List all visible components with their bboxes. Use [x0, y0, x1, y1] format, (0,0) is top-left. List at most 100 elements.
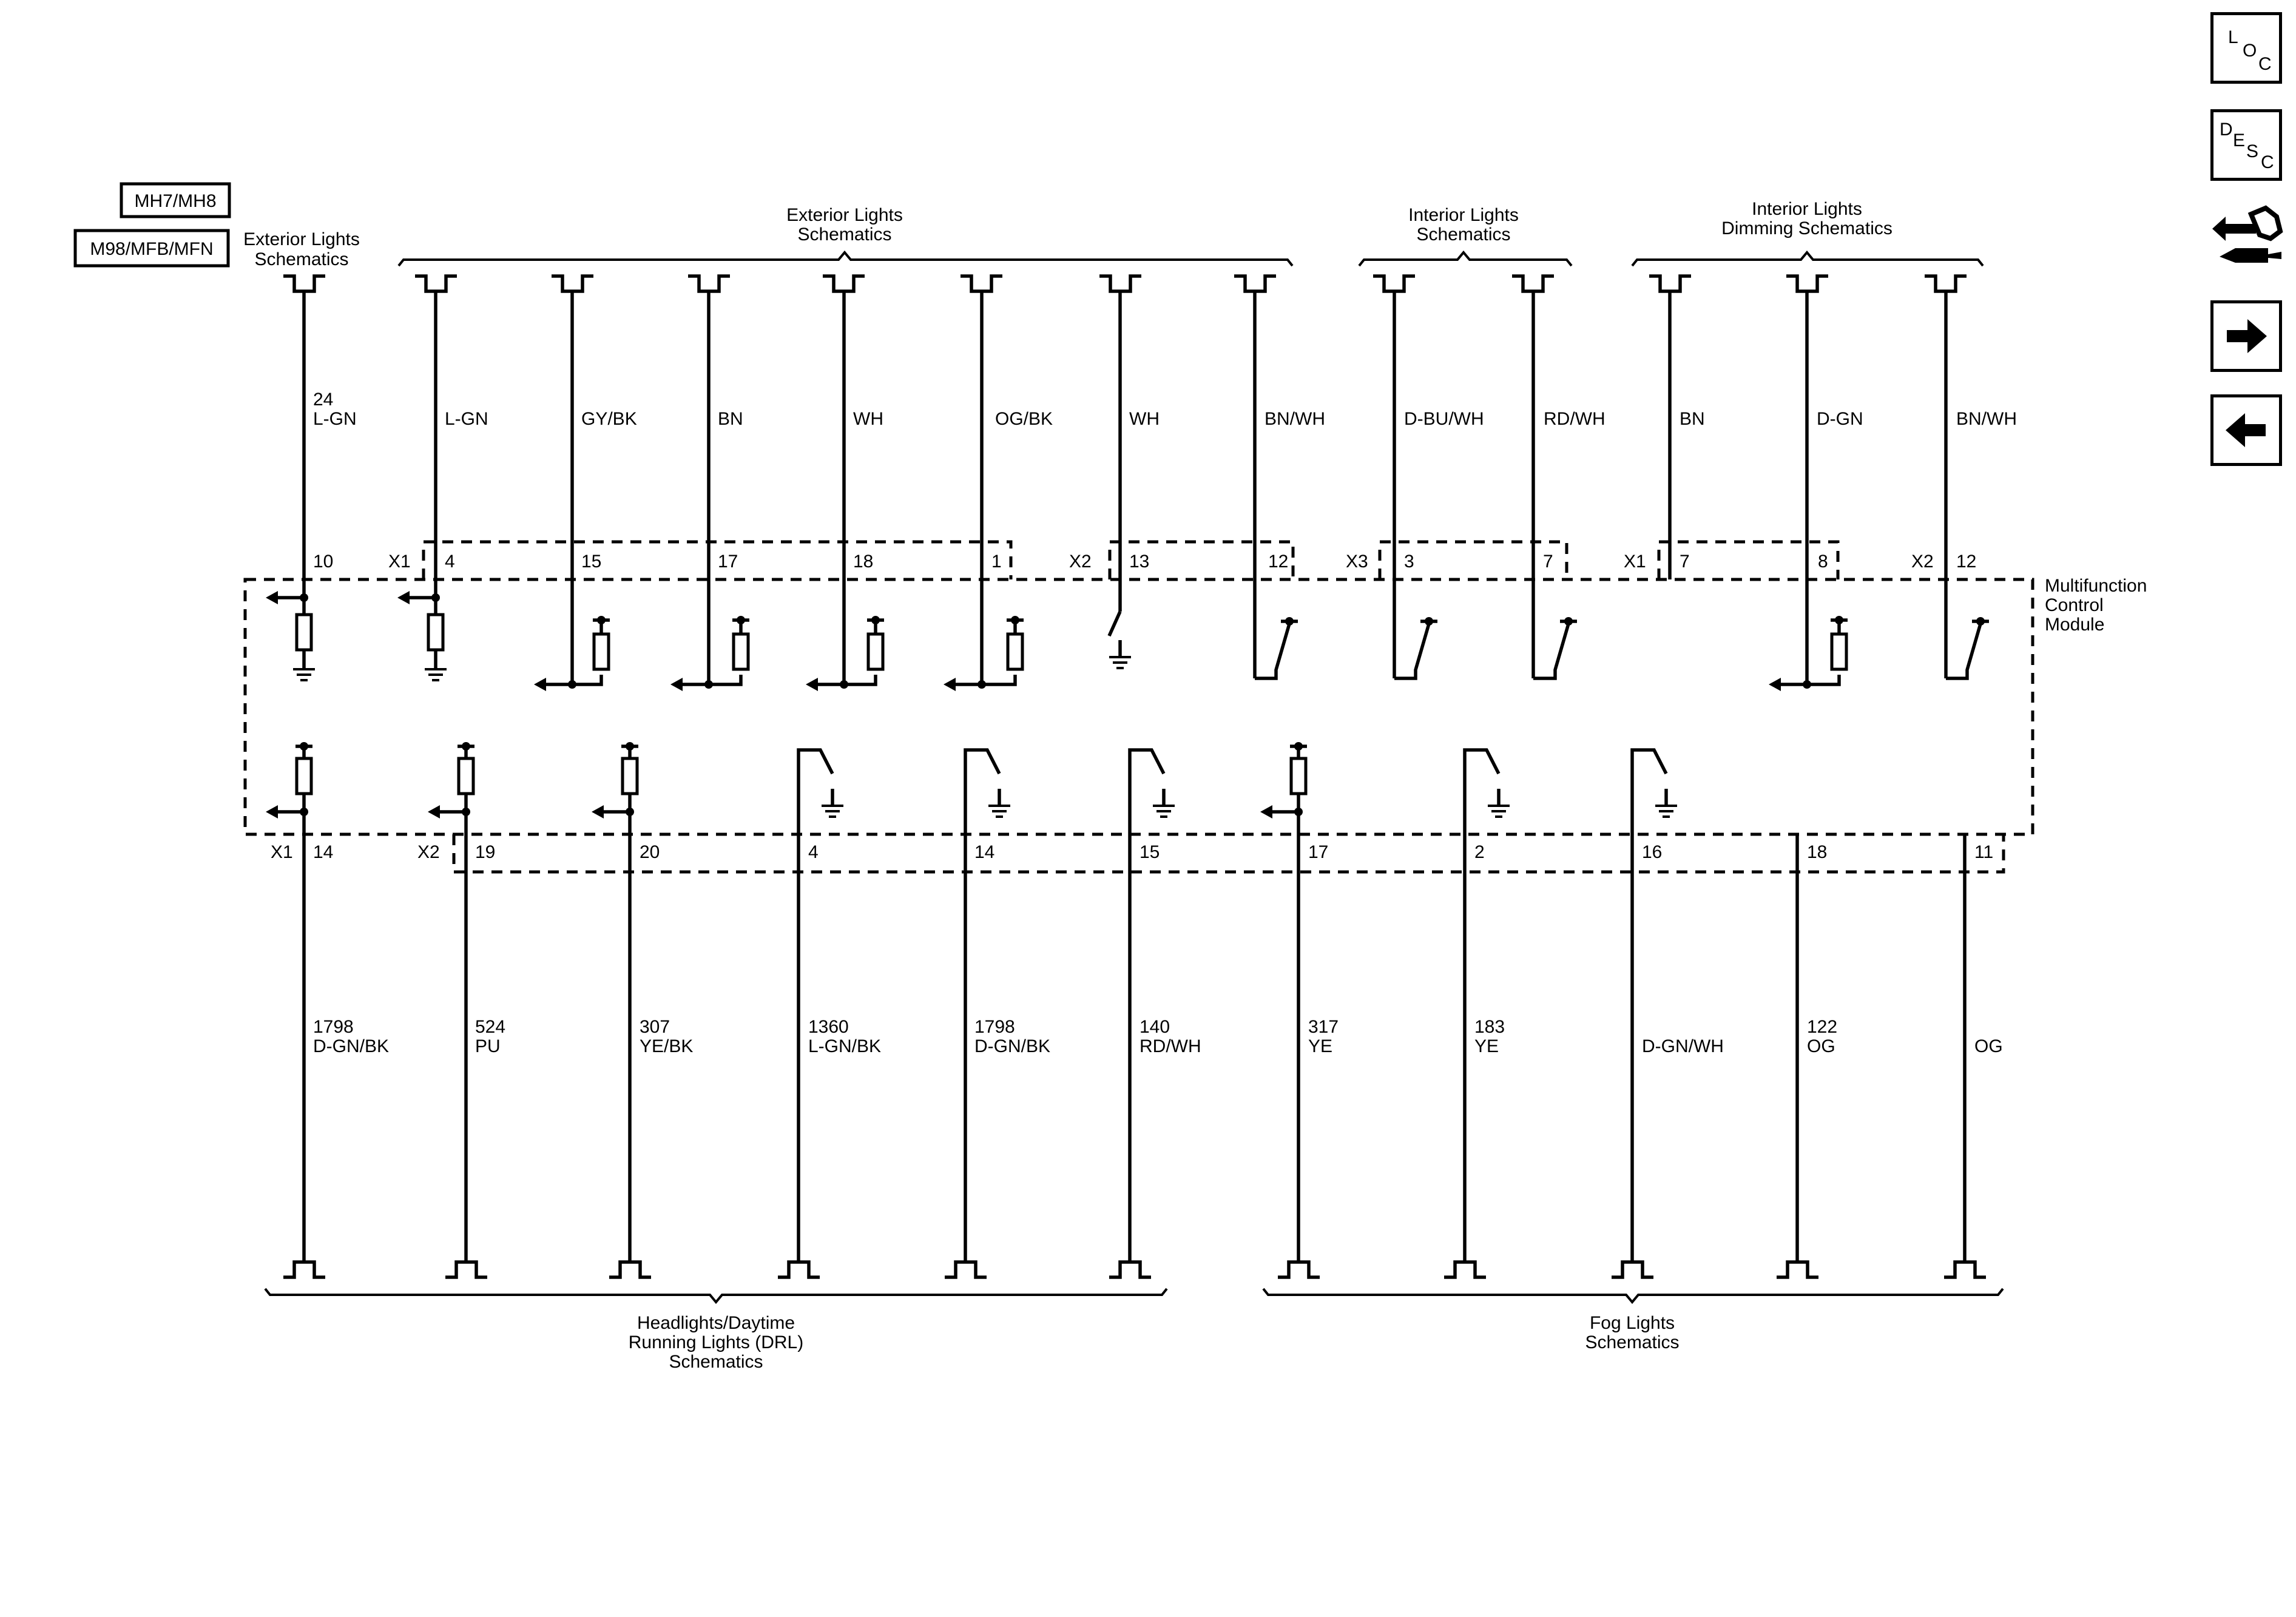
bottom-circuit: 11 OG: [1944, 834, 2003, 1279]
svg-text:7: 7: [1543, 552, 1553, 572]
svg-text:524: 524: [475, 1017, 505, 1037]
svg-text:GY/BK: GY/BK: [581, 409, 637, 429]
svg-text:7: 7: [1680, 552, 1690, 572]
description-button[interactable]: D E S C: [2210, 109, 2282, 181]
location-button[interactable]: L O C: [2210, 12, 2282, 84]
top-circuit: D-BU/WH 3: [1373, 274, 1484, 680]
svg-text:Exterior Lights: Exterior Lights: [786, 205, 903, 225]
svg-text:Schematics: Schematics: [1585, 1332, 1679, 1352]
group-fog-caption: Fog Lights Schematics: [1585, 1313, 1679, 1352]
bottom-circuit: 16 D-GN/WH: [1612, 748, 1724, 1279]
svg-text:Schematics: Schematics: [254, 249, 348, 269]
svg-text:L-GN: L-GN: [445, 409, 488, 429]
arrow-left-icon: [2226, 413, 2266, 447]
svg-text:4: 4: [808, 842, 819, 862]
svg-text:Interior Lights: Interior Lights: [1408, 205, 1519, 225]
brace-interior: [1358, 250, 1573, 267]
svg-text:YE: YE: [1474, 1036, 1499, 1056]
svg-text:D-GN: D-GN: [1817, 409, 1863, 429]
svg-text:Multifunction: Multifunction: [2045, 576, 2147, 596]
connector-label-x2-bottom: X2: [417, 842, 440, 862]
group-headlights-caption: Headlights/Daytime Running Lights (DRL) …: [629, 1313, 803, 1372]
connector-tool-icon[interactable]: [2207, 203, 2286, 282]
connector-label-x1-top: X1: [388, 552, 411, 572]
loc-letter: L: [2228, 27, 2238, 47]
connector-bottom-x2-outline: [452, 834, 2005, 874]
bottom-circuit: 20 307 YE/BK: [592, 742, 693, 1279]
svg-text:BN/WH: BN/WH: [1956, 409, 2017, 429]
svg-text:Running Lights (DRL): Running Lights (DRL): [629, 1332, 803, 1352]
top-circuit: BN/WH 12: [1234, 274, 1325, 680]
svg-text:Interior Lights: Interior Lights: [1752, 199, 1862, 219]
svg-text:183: 183: [1474, 1017, 1505, 1037]
bottom-circuit: 17 317 YE: [1260, 742, 1339, 1279]
svg-text:OG/BK: OG/BK: [995, 409, 1053, 429]
svg-text:4: 4: [445, 552, 455, 572]
svg-text:Control: Control: [2045, 595, 2104, 615]
svg-text:Exterior Lights: Exterior Lights: [243, 229, 360, 249]
svg-text:OG: OG: [1807, 1036, 1835, 1056]
svg-text:L-GN/BK: L-GN/BK: [808, 1036, 881, 1056]
back-button[interactable]: [2210, 394, 2282, 466]
loc-letter: C: [2258, 54, 2272, 74]
svg-text:D-GN/BK: D-GN/BK: [313, 1036, 389, 1056]
svg-text:1360: 1360: [808, 1017, 849, 1037]
svg-text:15: 15: [1140, 842, 1160, 862]
svg-text:18: 18: [1807, 842, 1827, 862]
desc-letter: D: [2220, 120, 2233, 140]
group-ext-main-caption: Exterior Lights Schematics: [786, 205, 903, 245]
svg-text:PU: PU: [475, 1036, 501, 1056]
svg-text:YE/BK: YE/BK: [640, 1036, 693, 1056]
svg-text:RD/WH: RD/WH: [1140, 1036, 1201, 1056]
top-circuit: GY/BK 15: [534, 274, 637, 691]
svg-text:2: 2: [1474, 842, 1485, 862]
brace-headlights: [264, 1288, 1168, 1305]
connector-top-x3-outline: [1378, 540, 1568, 579]
bottom-circuit: 18 122 OG: [1777, 834, 1837, 1279]
top-circuit: 24 L-GN 10: [266, 274, 357, 681]
next-button[interactable]: [2210, 300, 2282, 372]
svg-text:12: 12: [1268, 552, 1288, 572]
module-name: Multifunction Control Module: [2045, 576, 2147, 635]
connector-label-x3-top: X3: [1346, 552, 1368, 572]
top-circuit: WH 18: [806, 274, 885, 691]
bottom-circuit: 14 1798 D-GN/BK: [945, 748, 1050, 1279]
svg-text:Fog Lights: Fog Lights: [1590, 1313, 1675, 1333]
svg-text:17: 17: [718, 552, 738, 572]
svg-text:12: 12: [1956, 552, 1976, 572]
svg-text:16: 16: [1642, 842, 1662, 862]
svg-text:BN: BN: [1680, 409, 1705, 429]
option-label-mh7: MH7/MH8: [134, 191, 216, 211]
svg-text:WH: WH: [1129, 409, 1160, 429]
group-dimming-caption: Interior Lights Dimming Schematics: [1721, 199, 1893, 238]
svg-text:YE: YE: [1308, 1036, 1332, 1056]
svg-text:D-GN/WH: D-GN/WH: [1642, 1036, 1724, 1056]
svg-text:307: 307: [640, 1017, 670, 1037]
desc-letter: E: [2233, 130, 2246, 150]
loc-letter: O: [2243, 41, 2257, 61]
desc-letter: C: [2261, 152, 2274, 172]
connector-top-x1b-outline: [1657, 540, 1840, 579]
connector-label-x2-top: X2: [1069, 552, 1092, 572]
connector-label-x1-bottom: X1: [271, 842, 293, 862]
svg-text:24: 24: [313, 390, 333, 410]
desc-letter: S: [2246, 141, 2259, 161]
group-interior-caption: Interior Lights Schematics: [1408, 205, 1519, 245]
svg-text:11: 11: [1974, 842, 1993, 862]
svg-text:13: 13: [1129, 552, 1149, 572]
connector-top-x1-outline: [422, 540, 1013, 579]
svg-text:Schematics: Schematics: [669, 1352, 763, 1372]
arrow-right-icon: [2227, 319, 2267, 353]
svg-text:1: 1: [991, 552, 1002, 572]
svg-text:17: 17: [1308, 842, 1328, 862]
bottom-circuit: 2 183 YE: [1444, 748, 1510, 1279]
top-circuit: BN 17: [670, 274, 750, 691]
brace-fog: [1262, 1288, 2004, 1305]
svg-text:14: 14: [974, 842, 994, 862]
bottom-circuit: 14 1798 D-GN/BK: [266, 742, 389, 1279]
svg-text:D-GN/BK: D-GN/BK: [974, 1036, 1050, 1056]
bottom-circuit: 19 524 PU: [428, 742, 505, 1279]
top-circuit: L-GN 4: [397, 274, 488, 681]
svg-text:Schematics: Schematics: [797, 224, 891, 245]
